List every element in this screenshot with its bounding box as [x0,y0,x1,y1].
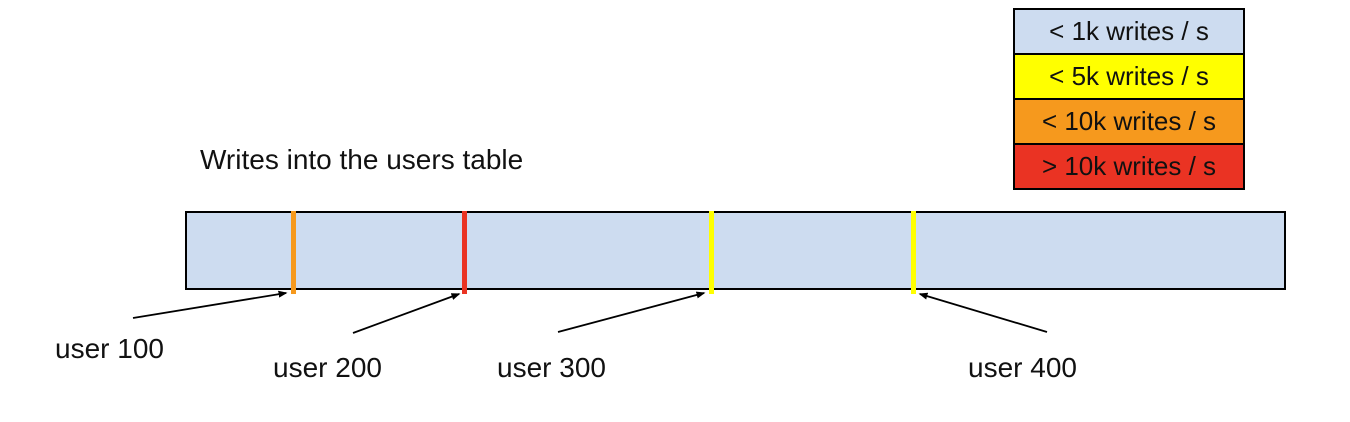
legend-item-lt-1k: < 1k writes / s [1013,8,1245,55]
users-table-bar [185,211,1286,294]
hotspot-stripe-user-300 [709,211,715,294]
legend-item-lt-10k: < 10k writes / s [1013,98,1245,145]
diagram-title: Writes into the users table [200,144,524,175]
arrow-user-300 [557,291,706,333]
legend-item-label: < 5k writes / s [1049,61,1209,91]
arrow-user-400 [918,292,1048,333]
label-user-200: user 200 [273,352,382,383]
hotspot-stripe-user-400 [911,211,917,294]
legend-item-gt-10k: > 10k writes / s [1013,143,1245,190]
arrow-user-200 [352,293,461,334]
legend: < 1k writes / s < 5k writes / s < 10k wr… [1013,8,1245,190]
hotspot-stripe-user-200 [462,211,468,294]
legend-item-label: < 10k writes / s [1041,106,1217,136]
legend-item-label: < 1k writes / s [1049,16,1209,46]
legend-item-label: > 10k writes / s [1041,151,1217,181]
label-user-100: user 100 [55,333,164,364]
arrow-user-100 [132,290,288,319]
hotspot-stripe-user-100 [291,211,297,294]
label-user-300: user 300 [497,352,606,383]
label-user-400: user 400 [968,352,1077,383]
legend-item-lt-5k: < 5k writes / s [1013,53,1245,100]
